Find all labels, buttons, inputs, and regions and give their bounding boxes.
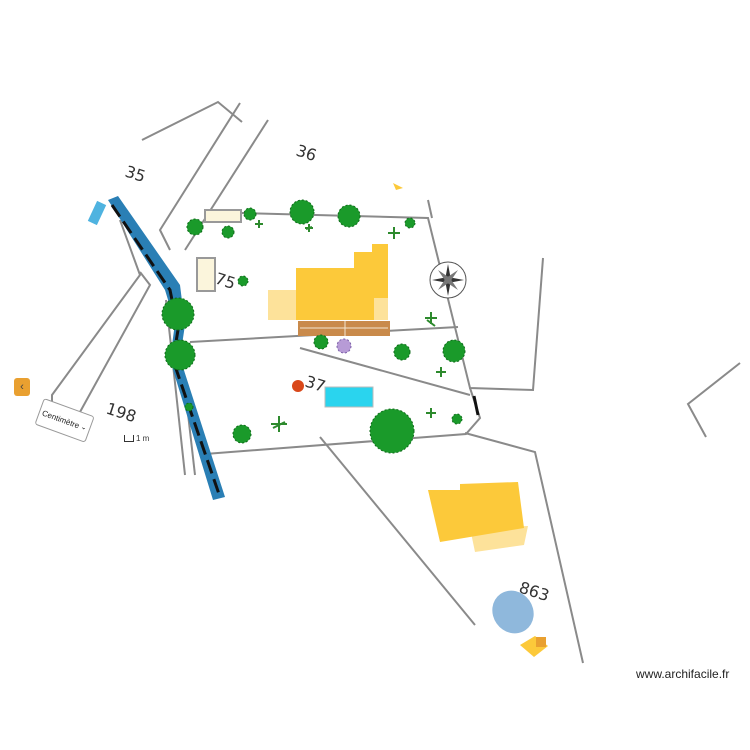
pond xyxy=(492,590,534,634)
swimming-pool xyxy=(324,386,374,408)
scale-bar-icon xyxy=(124,435,134,443)
main-house xyxy=(268,244,388,320)
watermark: www.archifacile.fr xyxy=(636,667,730,681)
flowering-shrub xyxy=(336,338,352,354)
gate xyxy=(472,395,480,416)
trees xyxy=(161,199,466,454)
parcel-label-36: 36 xyxy=(294,141,319,165)
parcel-label-35: 35 xyxy=(123,162,148,186)
top-marker xyxy=(393,183,403,190)
scale-bar: 1 m xyxy=(124,434,149,443)
chevron-down-icon: ⌄ xyxy=(79,423,88,433)
small-shed-right xyxy=(536,637,546,647)
collapse-panel-button[interactable]: ‹ xyxy=(14,378,30,396)
chevron-left-icon: ‹ xyxy=(20,381,24,393)
garden-box-top xyxy=(204,209,242,223)
garden-box-left xyxy=(196,257,216,292)
scale-label: 1 m xyxy=(136,434,150,443)
compass-rose-icon xyxy=(429,261,467,299)
fire-pit-icon xyxy=(292,380,304,392)
parcel-label-37: 37 xyxy=(303,372,328,396)
river xyxy=(87,196,225,500)
unit-selector-label: Centimètre xyxy=(40,408,81,430)
deck-planks xyxy=(300,321,388,336)
parcel-label-198: 198 xyxy=(104,399,139,427)
parcel-label-75: 75 xyxy=(213,269,238,293)
shrubs xyxy=(255,220,446,432)
neighbor-house xyxy=(428,482,528,552)
